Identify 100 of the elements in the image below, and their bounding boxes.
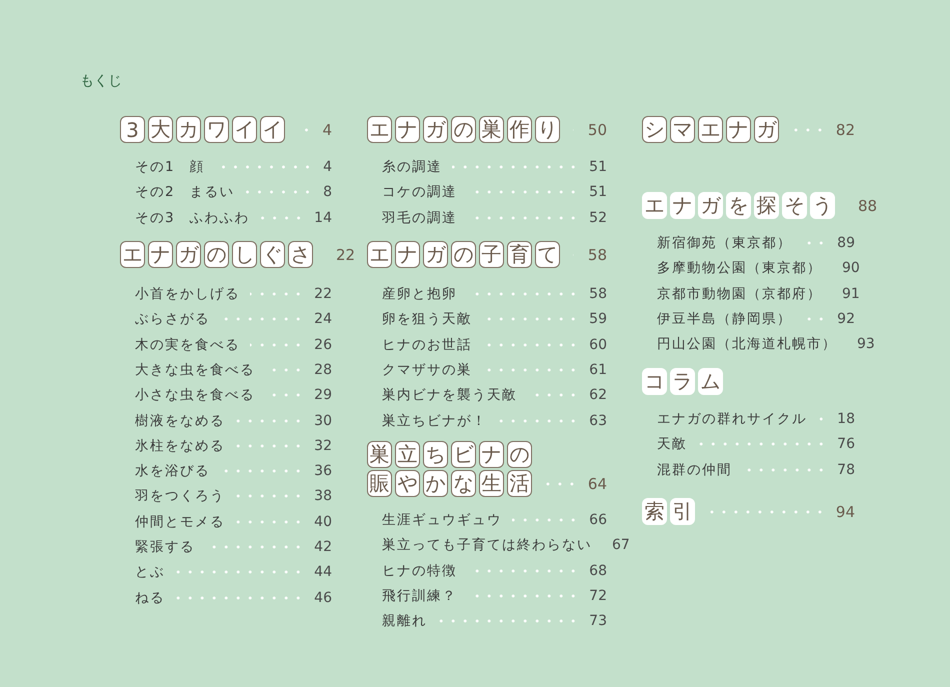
toc-entry: 混群の仲間 bbox=[657, 460, 732, 479]
toc-entry: エナガの群れサイクル bbox=[657, 410, 807, 428]
page-number: 42 bbox=[314, 539, 332, 555]
toc-entry: 小さな虫を食べる bbox=[135, 386, 255, 404]
toc-entry: ねる bbox=[135, 588, 165, 607]
page-number: 14 bbox=[314, 210, 332, 226]
page-number: 91 bbox=[842, 286, 860, 302]
page-number: 24 bbox=[314, 311, 332, 328]
heading-letter-tile: カ bbox=[176, 116, 201, 143]
heading-letter-tile: イ bbox=[260, 116, 285, 143]
toc-entry: コケの調達 bbox=[382, 183, 457, 202]
heading-letter-tile: ガ bbox=[176, 241, 201, 268]
page-number: 52 bbox=[589, 210, 607, 226]
page-number: 76 bbox=[837, 436, 855, 452]
heading-letter-tile: し bbox=[232, 241, 257, 268]
heading-letter-tile: ナ bbox=[395, 241, 420, 268]
heading-letter-tile: 探 bbox=[754, 192, 779, 219]
page-number: 18 bbox=[837, 411, 855, 427]
page-number: 30 bbox=[314, 412, 332, 428]
toc-entry: 親離れ bbox=[382, 612, 427, 630]
page-number: 88 bbox=[858, 196, 878, 214]
heading-letter-tile: エ bbox=[642, 192, 667, 219]
heading-letter-tile: の bbox=[451, 241, 476, 268]
page-number: 60 bbox=[589, 336, 607, 353]
heading-letter-tile: ム bbox=[698, 368, 723, 395]
page-number: 72 bbox=[589, 588, 607, 604]
page-number: 59 bbox=[589, 311, 607, 328]
toc-entry: その2 まるい bbox=[135, 183, 235, 202]
page-number: 29 bbox=[314, 387, 332, 404]
page-number: 44 bbox=[314, 564, 332, 580]
heading-letter-tile: エ bbox=[367, 116, 392, 143]
heading-letter-tile: か bbox=[423, 470, 448, 497]
page-number: 4 bbox=[322, 120, 332, 138]
page-number: 22 bbox=[314, 286, 332, 302]
page-number: 68 bbox=[589, 562, 607, 579]
toc-entry: 巣立ちビナが！ bbox=[382, 412, 487, 430]
heading-letter-tile: を bbox=[726, 192, 751, 219]
heading-letter-tile: 巣 bbox=[367, 441, 392, 468]
toc-entry: 羽をつくろう bbox=[135, 487, 225, 506]
heading-letter-tile: ラ bbox=[670, 368, 695, 395]
heading-letter-tile: 作 bbox=[507, 116, 532, 143]
heading-letter-tile: 育 bbox=[507, 241, 532, 268]
heading-letter-tile: ナ bbox=[670, 192, 695, 219]
heading-letter-tile: 生 bbox=[479, 470, 504, 497]
heading-letter-tile: の bbox=[507, 441, 532, 468]
toc-entry: 卵を狙う天敵 bbox=[382, 310, 472, 328]
toc-entry: 仲間とモメる bbox=[135, 512, 225, 531]
page-number: 82 bbox=[836, 120, 855, 138]
toc-entry: 緊張する bbox=[135, 538, 195, 556]
heading-letter-tile: 賑 bbox=[367, 470, 392, 497]
heading-letter-tile: や bbox=[395, 470, 420, 497]
heading-letter-tile: ガ bbox=[754, 116, 779, 143]
toc-entry: 木の実を食べる bbox=[135, 336, 240, 354]
heading-letter-tile: 索 bbox=[642, 498, 667, 525]
toc-entry: 伊豆半島（静岡県） bbox=[657, 310, 792, 328]
heading-letter-tile: マ bbox=[670, 116, 695, 143]
page-number: 58 bbox=[588, 246, 607, 264]
heading-letter-tile: 活 bbox=[507, 470, 532, 497]
page-number: 28 bbox=[314, 362, 332, 378]
page-number: 51 bbox=[589, 184, 607, 200]
heading-letter-tile: の bbox=[451, 116, 476, 143]
page-number: 51 bbox=[589, 159, 607, 175]
page-number: 78 bbox=[837, 462, 855, 478]
heading-letter-tile: イ bbox=[232, 116, 257, 143]
toc-entry: ヒナの特徴 bbox=[382, 562, 457, 580]
heading-letter-tile: エ bbox=[698, 116, 723, 143]
heading-letter-tile: ナ bbox=[479, 441, 504, 468]
toc-entry: 氷柱をなめる bbox=[135, 436, 225, 455]
page-title: もくじ bbox=[80, 72, 122, 90]
toc-entry: その1 顔 bbox=[135, 158, 205, 176]
page-number: 64 bbox=[588, 474, 607, 492]
heading-letter-tile: の bbox=[204, 241, 229, 268]
page-number: 61 bbox=[589, 362, 607, 378]
toc-entry: 円山公園（北海道札幌市） bbox=[657, 335, 837, 354]
heading-letter-tile: エ bbox=[367, 241, 392, 268]
page-number: 38 bbox=[314, 488, 332, 504]
heading-letter-tile: さ bbox=[288, 241, 313, 268]
heading-letter-tile: コ bbox=[642, 368, 667, 395]
page-number: 92 bbox=[837, 310, 855, 327]
heading-letter-tile: 巣 bbox=[479, 116, 504, 143]
page-number: 67 bbox=[612, 537, 630, 554]
page-number: 73 bbox=[589, 613, 607, 630]
toc-entry: 小首をかしげる bbox=[135, 285, 240, 303]
toc-entry: 飛行訓練？ bbox=[382, 586, 457, 605]
page-number: 63 bbox=[589, 412, 607, 428]
toc-entry: 京都市動物園（京都府） bbox=[657, 284, 822, 303]
toc-entry: その3 ふわふわ bbox=[135, 208, 250, 227]
toc-entry: 大きな虫を食べる bbox=[135, 360, 255, 379]
toc-entry: 羽毛の調達 bbox=[382, 208, 457, 227]
page-number: 36 bbox=[314, 463, 332, 480]
page-number: 8 bbox=[323, 184, 332, 200]
page-number: 50 bbox=[588, 120, 607, 138]
page-number: 58 bbox=[589, 286, 607, 302]
page-number: 62 bbox=[589, 387, 607, 404]
heading-letter-tile: ワ bbox=[204, 116, 229, 143]
heading-letter-tile: ガ bbox=[698, 192, 723, 219]
heading-letter-tile: 引 bbox=[670, 498, 695, 525]
heading-letter-tile: 3 bbox=[120, 116, 145, 143]
page-number: 93 bbox=[857, 336, 875, 352]
heading-letter-tile: う bbox=[810, 192, 835, 219]
